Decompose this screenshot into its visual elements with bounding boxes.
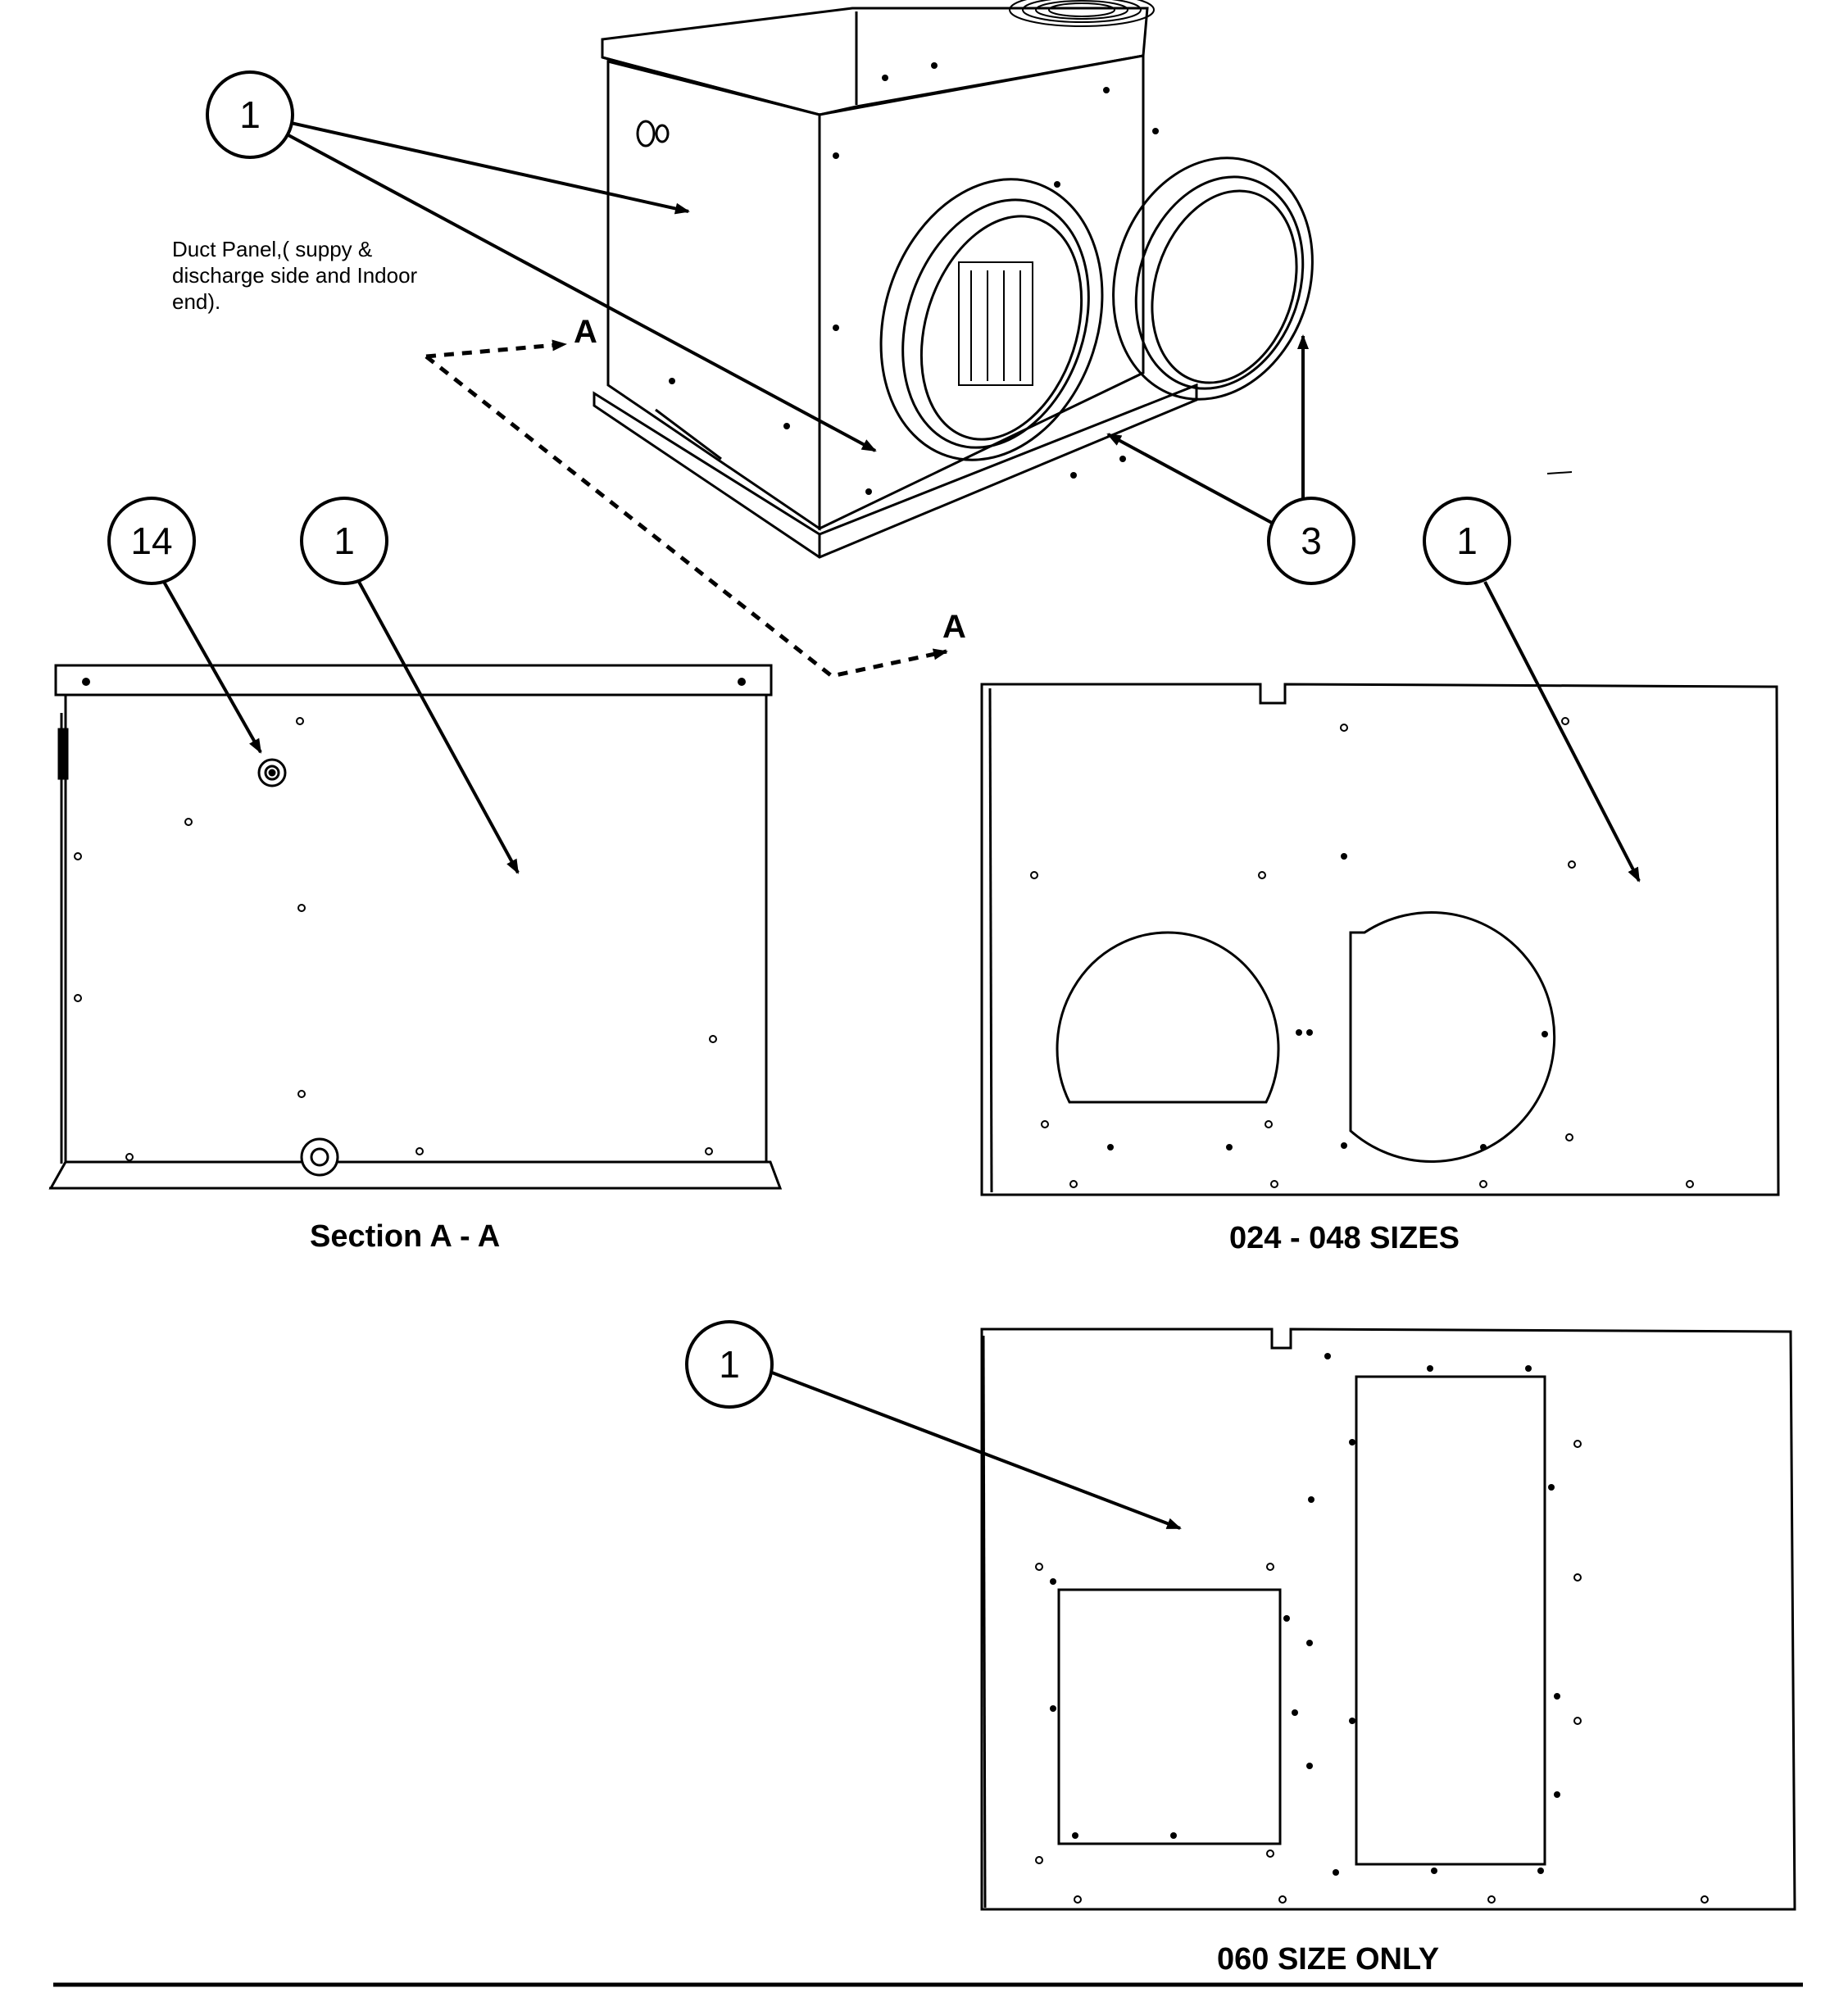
callout-1-section-label: 1 bbox=[334, 520, 355, 562]
opening-right bbox=[1349, 911, 1556, 1163]
caption-060-size-only: 060 SIZE ONLY bbox=[1217, 1942, 1440, 1976]
panel-060-view bbox=[980, 1328, 1796, 1911]
callout-1-sizes-label: 1 bbox=[1456, 520, 1478, 562]
opening-left bbox=[1056, 931, 1280, 1104]
callout-1-section: 1 bbox=[300, 497, 520, 874]
section-a-a-view bbox=[48, 664, 783, 1190]
caption-024-048-sizes: 024 - 048 SIZES bbox=[1229, 1221, 1460, 1255]
section-marker-bottom: A bbox=[942, 609, 966, 645]
callout-14-section: 14 bbox=[107, 497, 262, 754]
caption-section-a-a: Section A - A bbox=[310, 1219, 501, 1254]
unit-isometric-view bbox=[593, 0, 1314, 559]
duct-panel-note: Duct Panel,( suppy & discharge side and … bbox=[172, 237, 418, 314]
callout-1-060-label: 1 bbox=[719, 1343, 740, 1386]
opening-small bbox=[1057, 1588, 1282, 1845]
callout-3-label: 3 bbox=[1301, 520, 1322, 562]
duct-opening-return bbox=[1112, 157, 1314, 401]
callout-1-060: 1 bbox=[685, 1320, 1182, 1530]
callout-1-sizes: 1 bbox=[1423, 497, 1641, 883]
callout-1-top-label: 1 bbox=[239, 93, 261, 136]
callout-3-openings: 3 bbox=[1106, 334, 1355, 585]
callout-1-top: 1 bbox=[206, 70, 877, 452]
panel-024-048-view bbox=[980, 683, 1780, 1196]
duct-opening-supply bbox=[879, 178, 1104, 461]
opening-large bbox=[1355, 1375, 1546, 1866]
stray-mark bbox=[1546, 471, 1573, 474]
section-cut-line bbox=[425, 339, 948, 678]
fan-grille bbox=[1009, 0, 1155, 27]
section-marker-top: A bbox=[574, 314, 597, 350]
callout-14-label: 14 bbox=[130, 520, 172, 562]
